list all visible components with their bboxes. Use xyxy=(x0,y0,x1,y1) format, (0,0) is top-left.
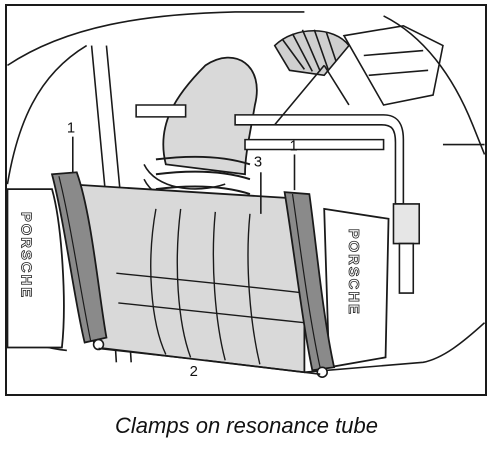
leader-lines xyxy=(71,64,350,375)
diagram-frame: PORSCHE PORSCHE 1 xyxy=(5,4,487,396)
right-hose-clamp xyxy=(283,191,336,378)
left-body-panel: PORSCHE xyxy=(7,188,65,349)
callout-2: 2 xyxy=(190,364,198,380)
left-brand-text: PORSCHE xyxy=(17,212,33,299)
right-body-panel: PORSCHE xyxy=(323,207,390,369)
left-hose-clamp xyxy=(50,171,108,351)
callout-3: 3 xyxy=(254,154,262,170)
corrugated-hose xyxy=(273,29,350,77)
figure-caption: Clamps on resonance tube xyxy=(115,413,378,438)
technical-illustration: PORSCHE PORSCHE 1 xyxy=(7,11,485,380)
intake-elbow xyxy=(155,56,258,196)
callout-1-left: 1 xyxy=(67,121,75,137)
callout-1-right: 1 xyxy=(290,139,298,155)
right-brand-text: PORSCHE xyxy=(345,229,361,316)
resonance-tube xyxy=(65,183,306,374)
coolant-pipes xyxy=(135,104,421,294)
